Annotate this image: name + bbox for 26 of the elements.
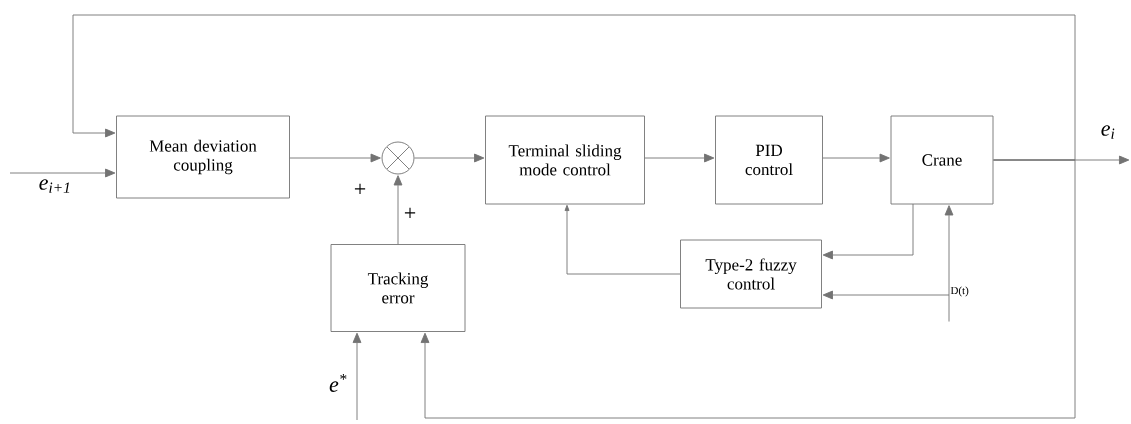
signal-label: e$^{*}$: [329, 374, 347, 392]
arrow: [822, 153, 890, 163]
process-box: Crane: [890, 115, 994, 205]
arrow: [822, 203, 914, 260]
arrow: [644, 153, 715, 163]
arrow: [9, 168, 116, 178]
arrow: [289, 153, 381, 163]
arrow: [822, 290, 950, 300]
arrow: [420, 159, 1076, 419]
arrow: [414, 153, 485, 163]
summing-junction: [381, 141, 415, 175]
process-box: Mean deviation coupling: [116, 115, 290, 199]
process-box: Terminal sliding mode control: [485, 115, 645, 205]
sign-label: +: [404, 207, 416, 219]
signal-label: e$_{i}$: [1101, 125, 1115, 139]
arrow: [352, 332, 362, 421]
arrow: [393, 175, 403, 245]
process-box: Tracking error: [330, 244, 466, 332]
arrow: [944, 205, 954, 322]
arrow: [564, 204, 681, 275]
process-box: PID control: [715, 115, 823, 205]
arrow: [72, 14, 1076, 161]
sign-label: +: [354, 183, 366, 195]
process-box: Type-2 fuzzy control: [680, 239, 822, 309]
signal-label: e$_{i+1}$: [39, 179, 70, 193]
signal-label: D(t): [950, 286, 969, 297]
